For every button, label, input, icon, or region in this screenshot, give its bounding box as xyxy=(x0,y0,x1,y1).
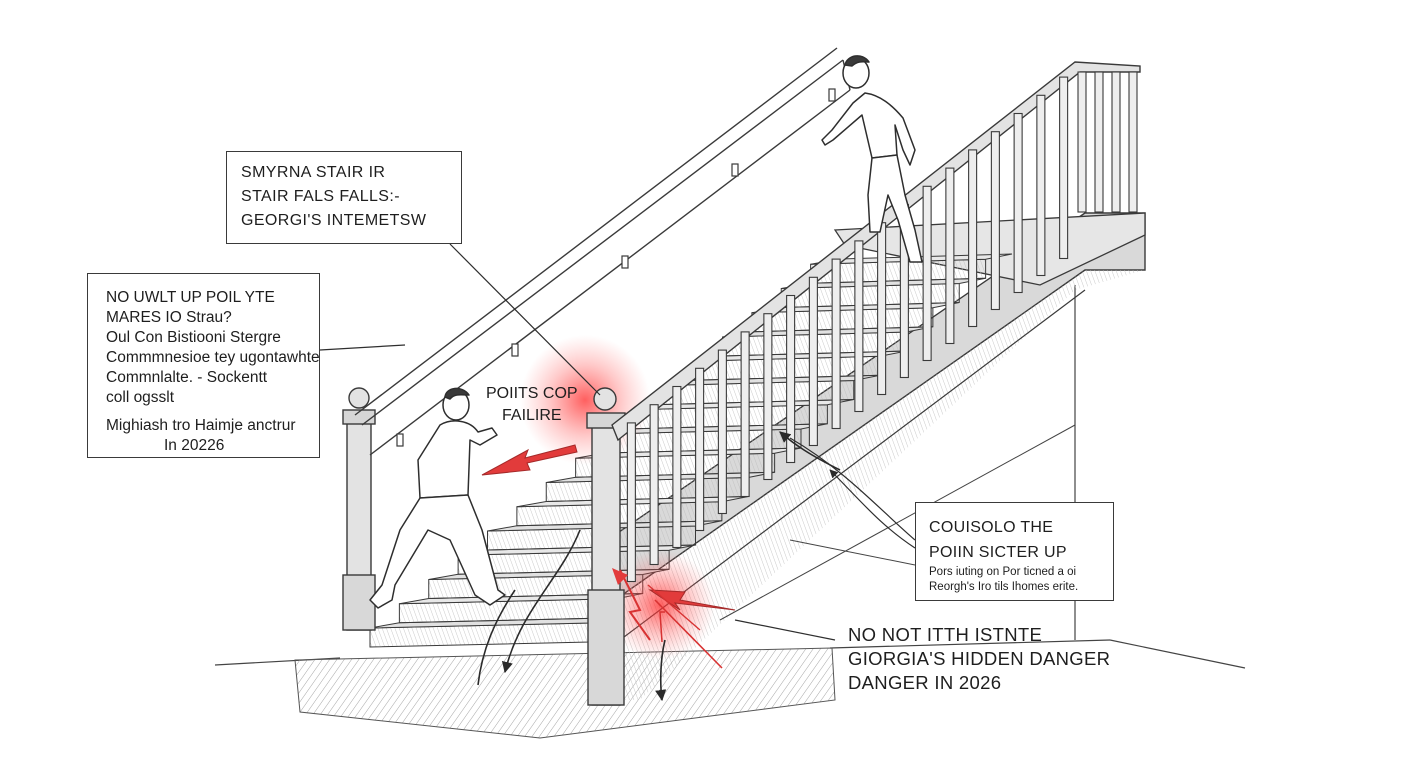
baluster xyxy=(717,349,727,515)
right-callout-box: COUISOLO THE POIIN SICTER UP Pors iuting… xyxy=(915,502,1114,601)
title-line-2: STAIR FALS FALLS:- xyxy=(241,188,400,205)
baluster xyxy=(968,149,978,328)
title-callout-box: SMYRNA STAIR IR STAIR FALS FALLS:- GEORG… xyxy=(226,151,462,244)
baluster xyxy=(1013,112,1023,294)
failure-line-2: FAILIRE xyxy=(502,407,562,424)
warning-arrow-icon xyxy=(481,444,578,476)
danger-line-1: NO NOT ITTH ISTNTE xyxy=(848,624,1043,645)
baluster xyxy=(672,385,682,549)
baluster xyxy=(626,422,636,583)
baluster xyxy=(808,276,818,447)
right-line-2: POIIN SICTER UP xyxy=(929,544,1067,561)
stringer-shadow xyxy=(615,270,1145,700)
title-line-1: SMYRNA STAIR IR xyxy=(241,164,386,181)
underside-lines xyxy=(719,424,1076,621)
handrail-bracket xyxy=(511,343,519,357)
left-line-2: MARES IO Strau? xyxy=(106,309,232,326)
left-line-8: In 20226 xyxy=(164,437,225,454)
baluster xyxy=(649,404,659,566)
handrail-brackets xyxy=(396,88,836,447)
middle-newel-post xyxy=(586,387,626,706)
lower-newel-post xyxy=(342,387,376,631)
baluster xyxy=(763,313,773,481)
right-line-3: Pors iuting on Por ticned a oi xyxy=(929,566,1077,578)
handrail-bracket xyxy=(621,255,629,269)
handrail-bracket xyxy=(731,163,739,177)
balusters xyxy=(626,71,1138,583)
left-line-1: NO UWLT UP POIL YTE xyxy=(106,289,275,306)
leader-lines xyxy=(319,243,916,641)
danger-line-3: DANGER IN 2026 xyxy=(848,672,1002,693)
stair-railing xyxy=(611,61,1141,442)
floor-slab xyxy=(294,647,836,739)
baluster xyxy=(1094,71,1104,213)
baluster xyxy=(854,240,864,413)
failure-label: POIITS COP FAILIRE xyxy=(486,383,578,427)
baluster xyxy=(1128,71,1138,213)
left-line-3: Oul Con Bistiooni Stergre xyxy=(106,329,281,346)
left-line-4: Commmnesioe tey ugontawhte xyxy=(106,349,320,366)
left-line-5: Commnlalte. - Sockentt xyxy=(106,369,268,386)
failure-line-1: POIITS COP xyxy=(486,385,578,402)
baluster xyxy=(786,294,796,464)
baluster xyxy=(740,331,750,498)
baluster xyxy=(1077,71,1087,213)
danger-line-2: GIORGIA'S HIDDEN DANGER xyxy=(848,648,1111,669)
left-line-7: Mighiash tro Haimje anctrur xyxy=(106,417,296,434)
right-line-1: COUISOLO THE xyxy=(929,519,1054,536)
fall-arrow-icon xyxy=(501,529,581,674)
right-line-4: Reorgh's Iro tils Ihomes erite. xyxy=(929,581,1079,593)
baluster xyxy=(877,222,887,396)
baluster xyxy=(695,367,705,532)
baluster xyxy=(945,167,955,345)
warning-arrows xyxy=(481,444,736,669)
handrail-bracket xyxy=(396,433,404,447)
baluster xyxy=(831,258,841,430)
baluster xyxy=(990,131,1000,311)
danger-heading: NO NOT ITTH ISTNTE GIORGIA'S HIDDEN DANG… xyxy=(848,623,1110,695)
baluster xyxy=(922,185,932,362)
left-line-6: coll ogsslt xyxy=(106,389,175,406)
person-upper xyxy=(821,55,923,263)
baluster xyxy=(1036,94,1046,277)
baluster xyxy=(1111,71,1121,213)
baluster xyxy=(1059,76,1069,260)
title-line-3: GEORGI'S INTEMETSW xyxy=(241,212,427,229)
handrail-bracket xyxy=(828,88,836,102)
person-lower xyxy=(369,387,506,609)
left-callout-box: NO UWLT UP POIL YTE MARES IO Strau? Oul … xyxy=(87,273,320,458)
